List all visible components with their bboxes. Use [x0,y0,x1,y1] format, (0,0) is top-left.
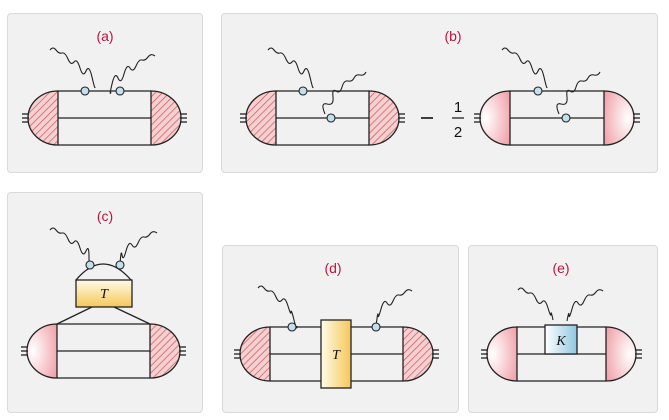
shaded-blob-left [486,326,518,382]
panel-a [7,13,203,173]
fraction-denominator: 2 [454,124,462,141]
hatched-blob-right [368,90,400,146]
photon-line [119,231,158,266]
vertex-dot [85,260,95,270]
vertex-dot [561,113,571,123]
t-box [320,319,352,389]
t-box-label: T [100,287,109,302]
hatched-blob-left [239,326,271,382]
hatched-blob-left [27,90,59,146]
vertex-dot [298,86,308,96]
shaded-blob-right [603,90,635,146]
panel-b-label: (b) [444,28,462,44]
diagram-d: T [234,285,439,389]
photon-line [267,47,314,89]
vertex-dot [371,322,381,332]
panel-d-label: (d) [324,260,342,276]
t-box [75,279,133,308]
panel-a-label: (a) [96,28,114,44]
diagram-b-second [474,47,640,146]
t-box-label: T [332,348,341,363]
photon-line [109,54,156,94]
loop-arc [75,263,132,281]
diagram-a [22,47,187,146]
photon-line [49,47,96,89]
photon-line [375,289,413,327]
photon-line [517,287,554,321]
panel-c-label: (c) [96,208,114,224]
panel-b [221,13,658,173]
photon-line [257,285,298,329]
vertex-dot [115,86,125,96]
panel-e-label: (e) [552,260,570,276]
hatched-blob-right [149,323,181,379]
hatched-blob-right [402,326,434,382]
photon-line [49,227,92,267]
hatched-blob-left [245,90,277,146]
k-box [544,324,578,355]
photon-line [556,71,601,115]
vertex-dot [115,260,125,270]
diagram-c: T [21,227,186,379]
photon-line [566,289,604,322]
vertex-dot [80,86,90,96]
shaded-blob-left [26,323,58,379]
diagram-b-first [240,47,405,146]
vertex-dot [533,86,543,96]
photon-line [501,47,548,89]
diagram-e: K [481,287,642,382]
vertex-dot [287,322,297,332]
external-legs-left [22,113,29,123]
k-box-label: K [555,334,566,349]
photon-line [322,71,367,115]
shaded-blob-left [479,90,511,146]
fraction-numerator: 1 [454,99,462,116]
hatched-blob-right [150,90,182,146]
shaded-blob-right [605,326,637,382]
vertex-dot [326,113,336,123]
external-legs-right [180,113,187,123]
